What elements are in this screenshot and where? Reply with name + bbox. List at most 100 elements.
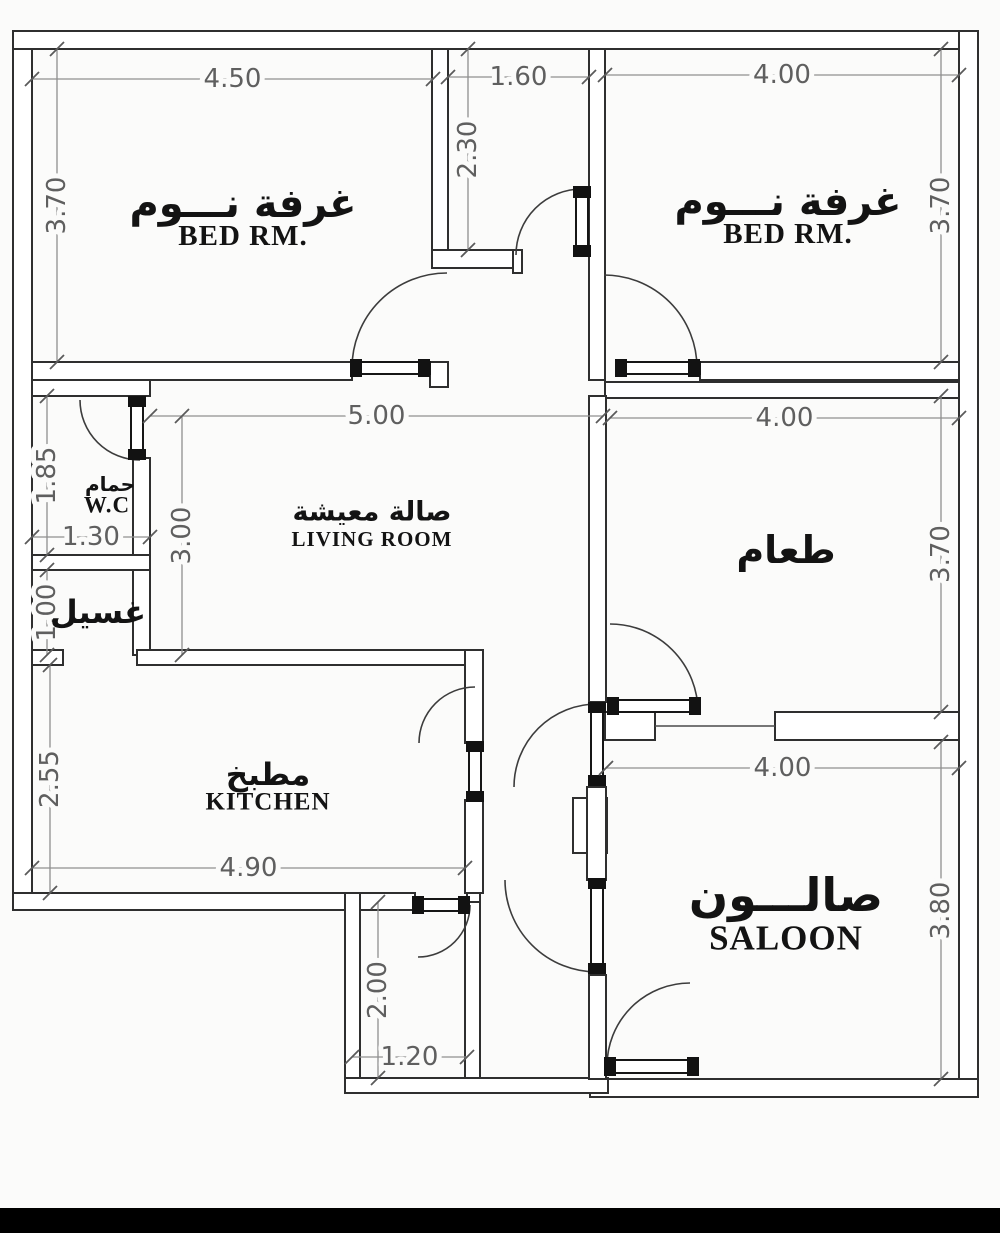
wall-saloon-left-upper xyxy=(586,786,607,881)
dim-label: 1.00 xyxy=(32,584,62,642)
dim-label: 4.50 xyxy=(204,64,262,94)
dim-tick xyxy=(460,242,476,258)
doors xyxy=(79,186,701,1076)
dim-label: 2.00 xyxy=(363,961,393,1019)
wall-dining-left xyxy=(588,395,607,703)
dim-tick xyxy=(39,388,55,404)
room-label-en-wc: W.C xyxy=(84,493,130,518)
dim-tick xyxy=(425,71,441,87)
dim-label: 3.70 xyxy=(926,177,956,235)
door-kitchen xyxy=(418,686,484,802)
dim-label: 3.00 xyxy=(167,507,197,565)
dim-label: 4.00 xyxy=(756,403,814,433)
dim-tick xyxy=(49,41,65,57)
wall-kitchen-right-upper xyxy=(464,649,484,744)
room-label-ar-bedroom-top-left: غرفة نـــوم xyxy=(129,181,356,227)
wall-outer-right xyxy=(958,30,979,1098)
dim-tick xyxy=(24,860,40,876)
dim-tick xyxy=(459,1049,475,1065)
wall-wc-right xyxy=(132,457,151,559)
room-label-ar-bedroom-top-right: غرفة نـــوم xyxy=(674,179,901,225)
room-label-en-living-room: LIVING ROOM xyxy=(292,527,453,551)
dim-tick xyxy=(142,408,158,424)
wall-bedroom1-bottom-step xyxy=(429,361,449,388)
wall-dining-bottom-stub xyxy=(604,711,656,741)
wall-wc-bottom xyxy=(31,554,151,571)
wall-corridor-left xyxy=(431,48,449,269)
dim-label: 1.20 xyxy=(381,1042,439,1072)
dim-tick xyxy=(933,41,949,57)
dim-tick xyxy=(951,760,967,776)
wall-wc-top xyxy=(31,379,151,397)
door-corridor xyxy=(515,186,591,257)
room-label-ar-living-room: صالة معيشة xyxy=(293,497,452,528)
wall-dining-saloon-divider xyxy=(774,711,960,741)
wall-dining-top xyxy=(604,381,960,399)
dim-tick xyxy=(933,354,949,370)
dim-tick xyxy=(39,562,55,578)
room-label-ar-kitchen: مطبخ xyxy=(226,757,310,793)
dim-tick xyxy=(581,69,597,85)
dim-label: 2.55 xyxy=(35,750,65,808)
room-label-en-bedroom-top-right: BED RM. xyxy=(723,218,852,250)
dim-tick xyxy=(933,1071,949,1087)
wall-bedroom1-bottom xyxy=(31,361,353,381)
dim-tick xyxy=(951,410,967,426)
door-entrance xyxy=(604,982,699,1076)
room-label-ar-dining: طعام xyxy=(736,528,835,573)
dim-tick xyxy=(39,647,55,663)
dim-tick xyxy=(460,41,476,57)
wall-kitchen-top xyxy=(136,649,466,666)
door-vestibule xyxy=(412,896,471,958)
room-label-en-bedroom-top-left: BED RM. xyxy=(178,220,307,252)
wall-outer-left xyxy=(12,30,33,911)
dim-tick xyxy=(370,894,386,910)
door-hall-upper xyxy=(513,702,606,788)
dim-label: 3.70 xyxy=(42,177,72,235)
dim-tick xyxy=(370,1070,386,1086)
wall-outer-top xyxy=(12,30,979,50)
wall-corridor-step xyxy=(512,249,523,274)
dim-tick xyxy=(24,529,40,545)
dim-label: 4.90 xyxy=(220,853,278,883)
room-label-en-kitchen: KITCHEN xyxy=(205,789,330,816)
dim-label: 4.00 xyxy=(754,753,812,783)
dim-tick xyxy=(440,69,456,85)
wall-corridor-bottom xyxy=(431,249,514,269)
dim-tick xyxy=(174,408,190,424)
door-wc xyxy=(79,396,146,461)
door-dining xyxy=(607,623,701,715)
footer-black-bar xyxy=(0,1208,1000,1233)
wall-bedroom2-bottom xyxy=(699,361,960,381)
room-label-ar-wc: حمام xyxy=(85,472,135,496)
walls xyxy=(12,30,979,1098)
dim-tick xyxy=(142,529,158,545)
dim-label: 1.30 xyxy=(62,522,120,552)
wall-vestibule-right xyxy=(464,901,481,1079)
wall-kitchen-right-lower xyxy=(464,799,484,894)
dim-tick xyxy=(602,410,618,426)
dim-tick xyxy=(597,67,613,83)
wall-saloon-bottom xyxy=(589,1078,979,1098)
dim-label: 5.00 xyxy=(348,401,406,431)
door-bedroom1 xyxy=(350,272,448,377)
room-label-ar-laundry: غسيل xyxy=(50,593,146,631)
dim-label: 2.30 xyxy=(453,121,483,179)
dim-tick xyxy=(344,1049,360,1065)
dim-tick xyxy=(933,388,949,404)
dim-tick xyxy=(933,734,949,750)
dim-tick xyxy=(951,67,967,83)
dim-tick xyxy=(39,547,55,563)
dim-tick xyxy=(457,860,473,876)
dim-tick xyxy=(49,354,65,370)
dim-tick xyxy=(42,657,58,673)
wall-vestibule-bottom xyxy=(344,1077,609,1094)
dim-label: 4.00 xyxy=(753,60,811,90)
wall-saloon-left-lower xyxy=(588,974,607,1080)
dim-tick xyxy=(174,647,190,663)
room-label-en-saloon: SALOON xyxy=(709,919,863,958)
